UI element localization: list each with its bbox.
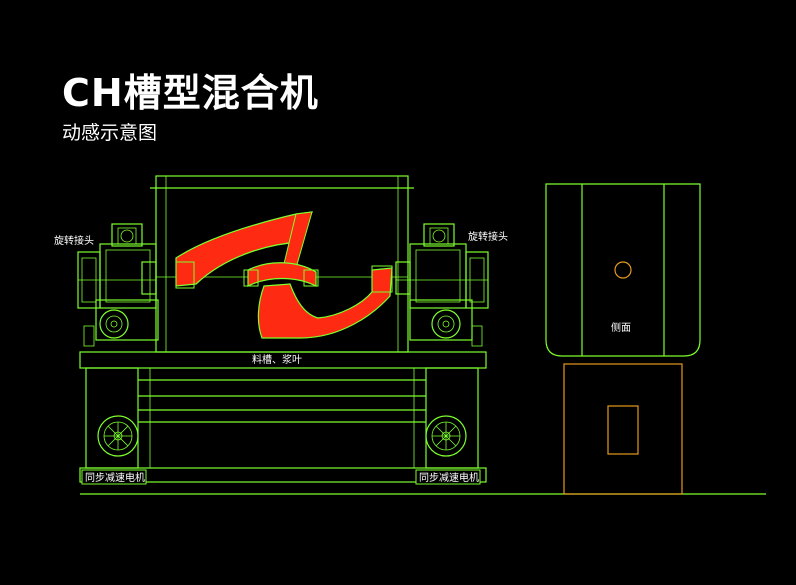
label-motor-right: 同步减速电机 (419, 471, 479, 484)
motor-label-box-left (81, 469, 147, 485)
right-drive-assembly (395, 223, 489, 347)
label-trough-paddle: 料槽、浆叶 (252, 353, 302, 366)
motor-label-box-right (415, 469, 481, 485)
page-subtitle: 动感示意图 (62, 122, 158, 144)
frame (79, 351, 487, 483)
left-drive-assembly (77, 223, 159, 347)
label-rotary-joint-right: 旋转接头 (468, 230, 508, 243)
side-view-shaft-hole (614, 261, 632, 279)
label-rotary-joint-left: 旋转接头 (54, 234, 94, 247)
right-motor (425, 415, 467, 457)
side-view: 侧面 (545, 183, 701, 495)
page-title: CH槽型混合机 (62, 71, 319, 115)
label-side-view: 侧面 (611, 321, 631, 334)
left-motor (97, 415, 139, 457)
paddle-blades (175, 211, 393, 339)
label-motor-left: 同步减速电机 (85, 471, 145, 484)
front-view: 旋转接头 旋转接头 料槽、浆叶 同步减速电机 同步减速电机 (54, 175, 508, 485)
